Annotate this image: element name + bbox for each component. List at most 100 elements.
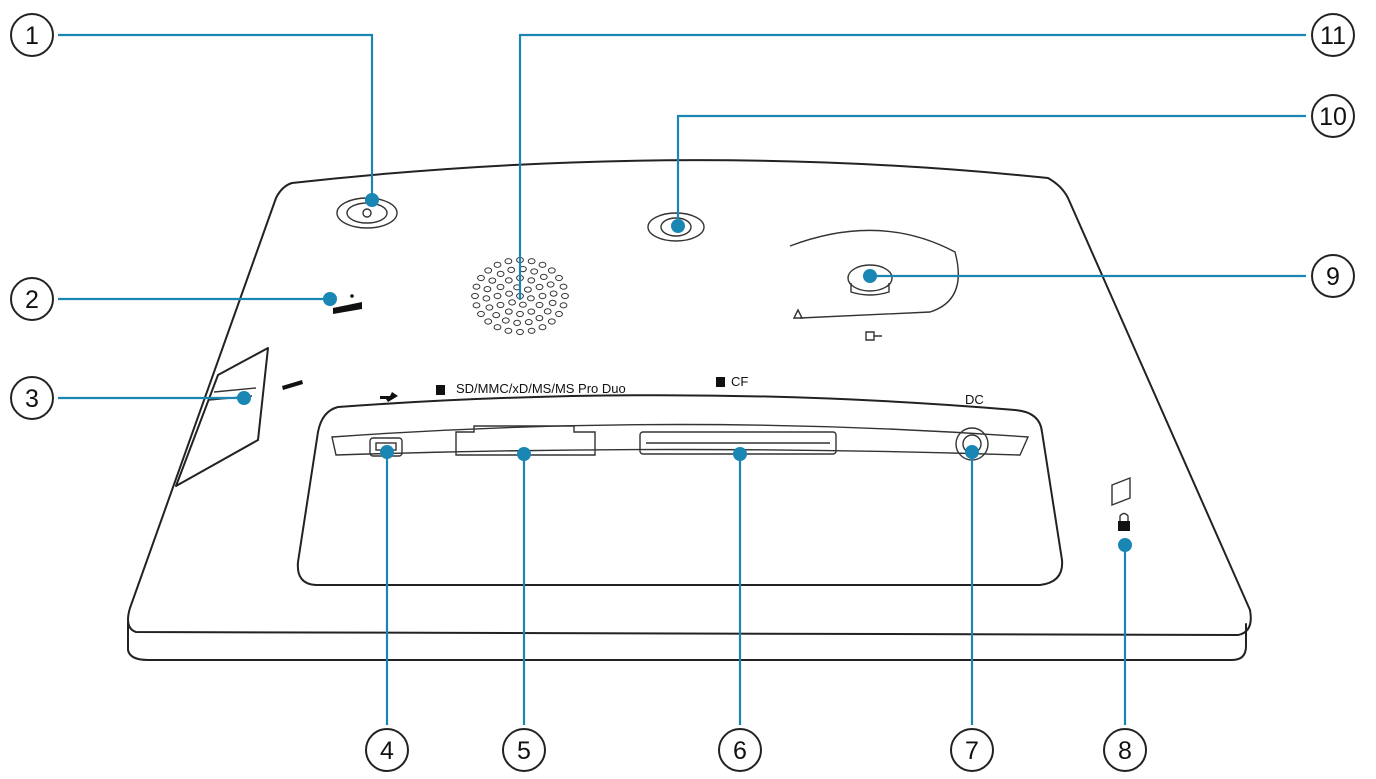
side-usb-glyph: [282, 380, 303, 390]
leader-dot-3: [237, 391, 251, 405]
callout-9: 9: [1311, 254, 1355, 298]
callout-circle-1: [10, 13, 54, 57]
leader-dot-9: [863, 269, 877, 283]
speaker-hole: [561, 292, 569, 300]
frame-back-panel: [127, 159, 1252, 636]
power-icon: [362, 208, 372, 218]
usb-icon: [282, 380, 303, 390]
speaker-hole: [527, 308, 536, 315]
callout-circle-7: [950, 728, 994, 772]
callout-number-4: 4: [380, 737, 394, 765]
sd-card-icon: [436, 385, 445, 395]
callout-number-6: 6: [733, 737, 747, 765]
speaker-hole: [493, 292, 502, 300]
callout-circle-3: [10, 376, 54, 420]
stand-hole-side: [850, 283, 890, 296]
callout-3: 3: [10, 376, 54, 420]
power-button-inner: [346, 202, 388, 224]
wall-mount-inner: [660, 217, 692, 237]
wall-mount-hole: [647, 212, 705, 242]
speaker-hole: [501, 317, 510, 324]
callout-number-8: 8: [1118, 737, 1132, 765]
speaker-hole: [488, 277, 497, 284]
device-body: [127, 159, 1252, 661]
speaker-hole: [530, 268, 539, 275]
lock-shackle: [1119, 512, 1129, 521]
wall-mount-outer: [647, 212, 705, 242]
callout-circle-5: [502, 728, 546, 772]
speaker-hole: [535, 283, 544, 291]
cf-card-icon: [716, 377, 725, 387]
leader-lines: [58, 33, 1306, 725]
leader-line-10: [676, 114, 1306, 226]
leader-line-1: [58, 33, 374, 200]
speaker-hole: [519, 301, 527, 308]
callout-number-1: 1: [25, 22, 39, 50]
lock-icon: [865, 331, 882, 341]
cf-slot-label: CF: [731, 374, 748, 389]
speaker-hole: [477, 310, 485, 318]
speaker-hole: [538, 292, 547, 300]
callout-2: 2: [10, 277, 54, 321]
callout-number-7: 7: [965, 737, 979, 765]
speaker-hole: [472, 302, 481, 309]
callout-circle-6: [718, 728, 762, 772]
leader-dot-5: [517, 447, 531, 461]
speaker-hole: [507, 266, 516, 273]
leader-dot-8: [1118, 538, 1132, 552]
callout-number-9: 9: [1326, 263, 1340, 291]
speaker-hole: [508, 299, 516, 306]
callout-number-10: 10: [1319, 103, 1347, 131]
port-strip: [331, 423, 1030, 456]
speaker-grille: [471, 256, 569, 336]
speaker-hole: [513, 319, 521, 326]
callout-circle-11: [1311, 13, 1355, 57]
callout-circle-8: [1103, 728, 1147, 772]
lock-slot-icon: [1111, 476, 1131, 507]
speaker-hole: [493, 324, 502, 331]
speaker-hole: [504, 308, 513, 315]
side-volume-panel: [175, 347, 269, 487]
stand-disc-arc: [789, 229, 959, 319]
speaker-hole: [496, 283, 505, 291]
leader-dot-7: [965, 445, 979, 459]
callout-circle-2: [10, 277, 54, 321]
sd-slot-label: SD/MMC/xD/MS/MS Pro Duo: [456, 381, 626, 396]
speaker-hole: [543, 308, 552, 315]
callout-number-2: 2: [25, 286, 39, 314]
speaker-hole: [505, 290, 514, 297]
sd-card-slot: [436, 385, 596, 456]
speaker-hole: [472, 283, 481, 290]
speaker-hole: [547, 318, 556, 325]
speaker-hole: [559, 302, 568, 309]
callout-1: 1: [10, 13, 54, 57]
speaker-hole: [484, 267, 493, 274]
side-slot-line-1: [213, 387, 257, 393]
speaker-hole: [483, 286, 492, 293]
speaker-hole: [555, 274, 563, 282]
speaker-hole: [559, 283, 568, 290]
leader-dot-10: [671, 219, 685, 233]
speaker-hole: [524, 286, 532, 293]
speaker-hole: [477, 274, 485, 282]
stand-hole: [789, 229, 959, 341]
speaker-hole: [539, 273, 548, 280]
callout-circle-4: [365, 728, 409, 772]
stand-hole-outer: [847, 264, 893, 292]
speaker-hole: [496, 301, 505, 309]
callout-number-3: 3: [25, 385, 39, 413]
speaker-hole: [547, 267, 556, 274]
speaker-hole: [504, 327, 513, 334]
speaker-hole: [492, 312, 501, 319]
callout-11: 11: [1311, 13, 1355, 57]
callout-6: 6: [718, 728, 762, 772]
lock-icon: [1118, 521, 1130, 531]
speaker-hole: [535, 301, 544, 309]
speaker-hole: [524, 319, 533, 326]
usb-icon: [380, 392, 398, 402]
speaker-hole: [516, 328, 524, 336]
speaker-hole: [527, 295, 535, 302]
speaker-hole: [471, 292, 479, 300]
callout-4: 4: [365, 728, 409, 772]
